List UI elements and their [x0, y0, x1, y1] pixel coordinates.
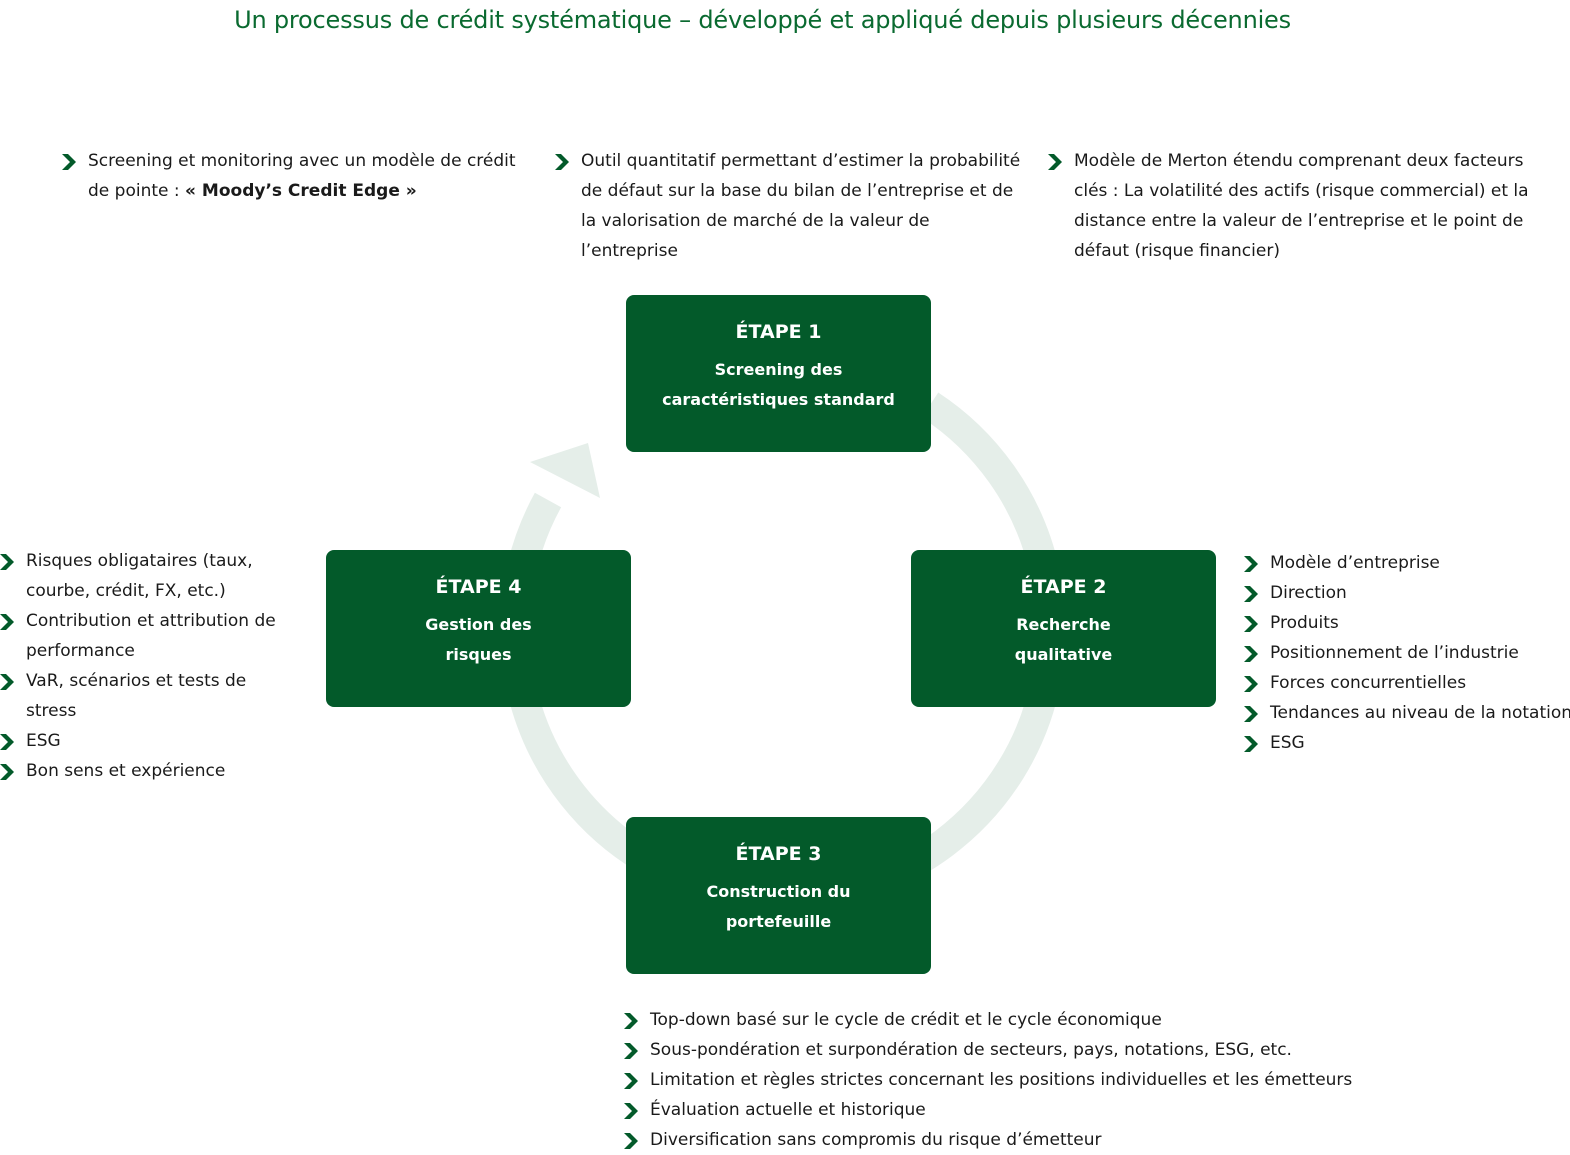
chevron-right-icon	[624, 1043, 638, 1059]
chevron-right-icon	[0, 734, 14, 750]
step-2-box: ÉTAPE 2 Recherche qualitative	[911, 550, 1216, 707]
item-text: Limitation et règles strictes concernant…	[650, 1070, 1353, 1090]
step-name: Construction du portefeuille	[706, 882, 851, 931]
top-note-3: Modèle de Merton étendu comprenant deux …	[1048, 146, 1538, 266]
chevron-right-icon	[624, 1073, 638, 1089]
chevron-right-icon	[624, 1133, 638, 1149]
item-text: Top-down basé sur le cycle de crédit et …	[650, 1010, 1162, 1030]
list-item: Forces concurrentielles	[1244, 668, 1570, 698]
list-item: Bon sens et expérience	[0, 756, 300, 786]
step-label: ÉTAPE 3	[735, 843, 822, 865]
item-text: Diversification sans compromis du risque…	[650, 1130, 1102, 1150]
chevron-right-icon	[0, 554, 14, 570]
item-text: Tendances au niveau de la notation	[1270, 703, 1570, 723]
item-text: Bon sens et expérience	[26, 761, 226, 781]
note-bold: « Moody’s Credit Edge »	[185, 181, 417, 201]
chevron-right-icon	[0, 614, 14, 630]
item-text: Contribution et attribution de performan…	[26, 611, 276, 661]
chevron-right-icon	[624, 1103, 638, 1119]
step-label: ÉTAPE 2	[1020, 576, 1107, 598]
step-3-box: ÉTAPE 3 Construction du portefeuille	[626, 817, 931, 974]
list-item: Évaluation actuelle et historique	[624, 1095, 1384, 1125]
step-name: Recherche qualitative	[1014, 615, 1113, 664]
list-item: Risques obligataires (taux, courbe, créd…	[0, 546, 300, 606]
chevron-right-icon	[1244, 736, 1258, 752]
list-item: ESG	[0, 726, 300, 756]
item-text: VaR, scénarios et tests de stress	[26, 671, 247, 721]
list-item: Produits	[1244, 608, 1570, 638]
step-label: ÉTAPE 4	[435, 576, 522, 598]
list-item: ESG	[1244, 728, 1570, 758]
step-name: Gestion des risques	[425, 615, 532, 664]
step-4-box: ÉTAPE 4 Gestion des risques	[326, 550, 631, 707]
top-note-1: Screening et monitoring avec un modèle d…	[62, 146, 542, 206]
list-item: Screening et monitoring avec un modèle d…	[62, 146, 542, 206]
list-item: Top-down basé sur le cycle de crédit et …	[624, 1005, 1384, 1035]
page-title: Un processus de crédit systématique – dé…	[234, 6, 1291, 34]
chevron-right-icon	[1244, 706, 1258, 722]
list-item: Tendances au niveau de la notation	[1244, 698, 1570, 728]
item-text: Positionnement de l’industrie	[1270, 643, 1519, 663]
note-text: Modèle de Merton étendu comprenant deux …	[1074, 151, 1529, 261]
item-text: Évaluation actuelle et historique	[650, 1100, 926, 1120]
list-item: Modèle d’entreprise	[1244, 548, 1570, 578]
chevron-right-icon	[0, 674, 14, 690]
chevron-right-icon	[62, 154, 76, 170]
chevron-right-icon	[1244, 586, 1258, 602]
list-item: Outil quantitatif permettant d’estimer l…	[555, 146, 1025, 266]
item-text: ESG	[26, 731, 61, 751]
step-name: Screening des caractéristiques standard	[662, 360, 895, 409]
step-label: ÉTAPE 1	[735, 321, 822, 343]
chevron-right-icon	[624, 1013, 638, 1029]
list-item: Diversification sans compromis du risque…	[624, 1125, 1384, 1155]
item-text: Forces concurrentielles	[1270, 673, 1467, 693]
item-text: Modèle d’entreprise	[1270, 553, 1440, 573]
item-text: Risques obligataires (taux, courbe, créd…	[26, 551, 253, 601]
cycle-arrowhead	[530, 443, 600, 498]
item-text: Produits	[1270, 613, 1339, 633]
step-2-list: Modèle d’entreprise Direction Produits P…	[1244, 548, 1570, 758]
step-4-list: Risques obligataires (taux, courbe, créd…	[0, 546, 300, 786]
list-item: Positionnement de l’industrie	[1244, 638, 1570, 668]
list-item: VaR, scénarios et tests de stress	[0, 666, 300, 726]
item-text: ESG	[1270, 733, 1305, 753]
note-text: Outil quantitatif permettant d’estimer l…	[581, 151, 1021, 261]
list-item: Sous-pondération et surpondération de se…	[624, 1035, 1384, 1065]
chevron-right-icon	[1244, 646, 1258, 662]
chevron-right-icon	[1048, 154, 1062, 170]
list-item: Contribution et attribution de performan…	[0, 606, 300, 666]
item-text: Sous-pondération et surpondération de se…	[650, 1040, 1292, 1060]
chevron-right-icon	[1244, 616, 1258, 632]
step-3-list: Top-down basé sur le cycle de crédit et …	[624, 1005, 1384, 1155]
list-item: Limitation et règles strictes concernant…	[624, 1065, 1384, 1095]
chevron-right-icon	[555, 154, 569, 170]
chevron-right-icon	[1244, 676, 1258, 692]
note-text: Screening et monitoring avec un modèle d…	[88, 151, 516, 201]
chevron-right-icon	[0, 764, 14, 780]
list-item: Direction	[1244, 578, 1570, 608]
step-1-box: ÉTAPE 1 Screening des caractéristiques s…	[626, 295, 931, 452]
chevron-right-icon	[1244, 556, 1258, 572]
list-item: Modèle de Merton étendu comprenant deux …	[1048, 146, 1538, 266]
top-note-2: Outil quantitatif permettant d’estimer l…	[555, 146, 1025, 266]
item-text: Direction	[1270, 583, 1347, 603]
